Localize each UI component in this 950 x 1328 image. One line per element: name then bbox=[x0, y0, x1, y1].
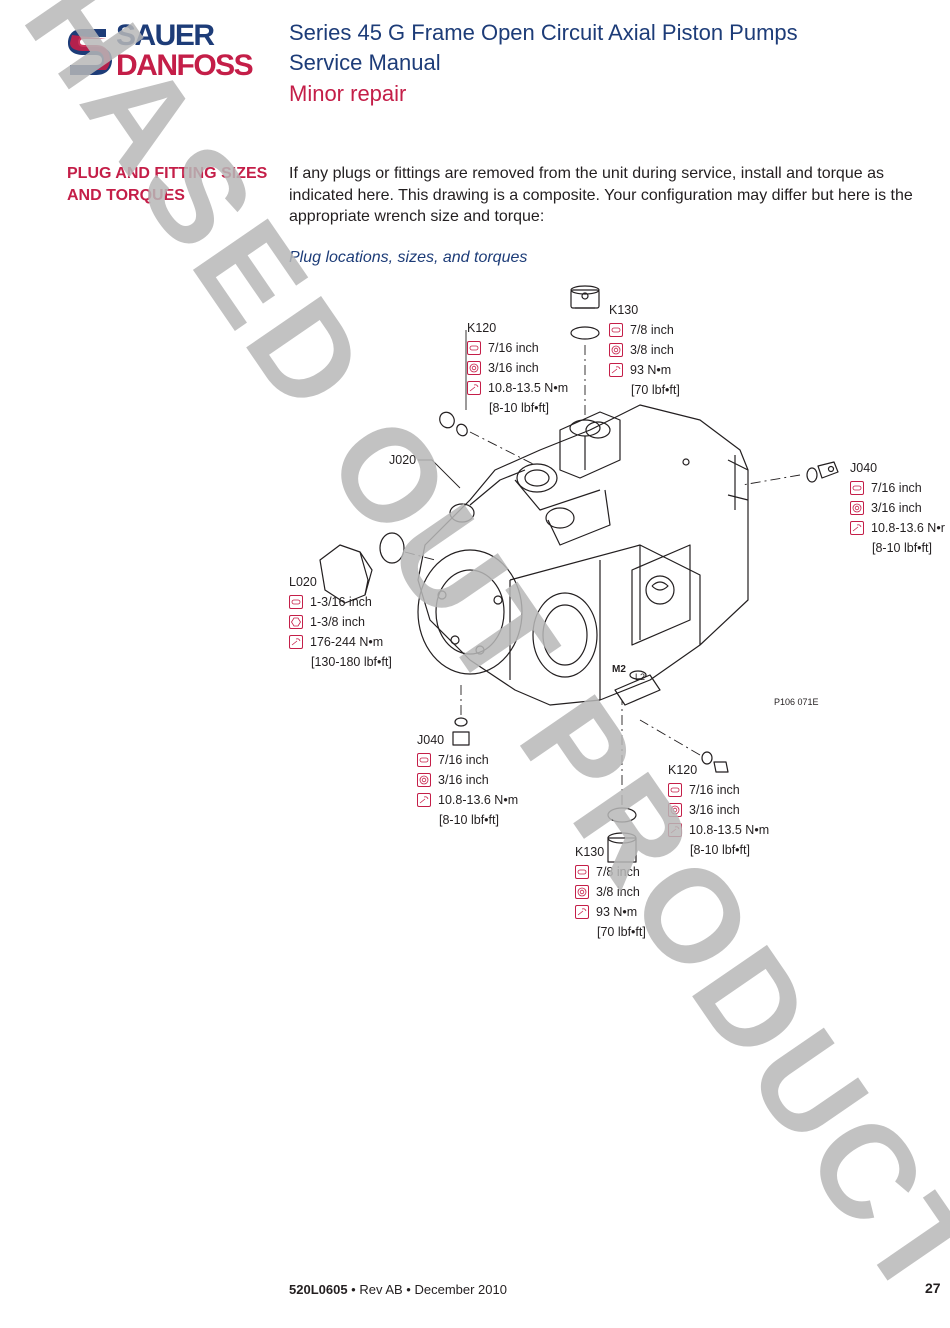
callout-k120-upper: K120 7/16 inch 3/16 inch 10.8-13.5 N•m [… bbox=[467, 318, 568, 418]
torque-imperial: [130-180 lbf•ft] bbox=[311, 655, 392, 669]
o-ring-boss-icon bbox=[609, 323, 623, 337]
callout-k130-top: K130 7/8 inch 3/8 inch 93 N•m [70 lbf•ft… bbox=[609, 300, 680, 400]
page-number: 27 bbox=[925, 1280, 941, 1296]
torque-imperial: [8-10 lbf•ft] bbox=[690, 843, 750, 857]
torque-imperial: [8-10 lbf•ft] bbox=[489, 401, 549, 415]
torque-value: 93 N•m bbox=[596, 905, 638, 919]
hex-wrench-icon bbox=[289, 615, 303, 629]
hex-socket-icon bbox=[575, 885, 589, 899]
callout-k120-lower: K120 7/16 inch 3/16 inch 10.8-13.5 N•m [… bbox=[668, 760, 769, 860]
hex-socket-icon bbox=[850, 501, 864, 515]
wrench-size: 3/16 inch bbox=[438, 773, 489, 787]
plug-k120-lower bbox=[701, 751, 729, 773]
callout-k130-bottom: K130 7/8 inch 3/8 inch 93 N•m [70 lbf•ft… bbox=[575, 842, 646, 942]
torque-wrench-icon bbox=[575, 905, 589, 919]
wrench-size: 1-3/8 inch bbox=[310, 615, 365, 629]
hex-socket-icon bbox=[467, 361, 481, 375]
wrench-size: 3/16 inch bbox=[488, 361, 539, 375]
torque-imperial: [8-10 lbf•ft] bbox=[872, 541, 932, 555]
logo-wordmark-sauer: SAUER bbox=[116, 19, 215, 52]
callout-label: J040 bbox=[850, 461, 878, 475]
o-ring-boss-icon bbox=[575, 865, 589, 879]
callout-j020: J020 bbox=[389, 450, 416, 470]
footer-revision-date: • Rev AB • December 2010 bbox=[347, 1282, 507, 1297]
plug-j040-right bbox=[806, 461, 839, 483]
torque-value: 10.8-13.6 N•r bbox=[871, 521, 945, 535]
plug-k120-upper bbox=[439, 411, 468, 437]
wrench-size: 3/16 inch bbox=[689, 803, 740, 817]
footer-doc-number: 520L0605 bbox=[289, 1282, 348, 1297]
torque-value: 10.8-13.6 N•m bbox=[438, 793, 519, 807]
torque-wrench-icon bbox=[417, 793, 431, 807]
section-intro-text: If any plugs or fittings are removed fro… bbox=[289, 165, 913, 225]
torque-imperial: [70 lbf•ft] bbox=[597, 925, 646, 939]
o-ring-size: 7/8 inch bbox=[596, 865, 640, 879]
plug-k130-bottom bbox=[607, 807, 637, 863]
callout-label: K120 bbox=[467, 321, 497, 335]
logo-s-mark-icon bbox=[68, 29, 112, 75]
header-chapter: Minor repair bbox=[289, 81, 407, 106]
footer-doc-info: 520L0605 • Rev AB • December 2010 bbox=[289, 1282, 507, 1297]
o-ring-boss-icon bbox=[467, 341, 481, 355]
torque-wrench-icon bbox=[289, 635, 303, 649]
torque-wrench-icon bbox=[467, 381, 481, 395]
torque-wrench-icon bbox=[609, 363, 623, 377]
plug-k130-top bbox=[570, 285, 600, 340]
callout-label: K120 bbox=[668, 763, 698, 777]
o-ring-size: 7/16 inch bbox=[438, 753, 489, 767]
callout-j040-bottom: J040 7/16 inch 3/16 inch 10.8-13.6 N•m [… bbox=[417, 730, 518, 830]
o-ring-size: 7/16 inch bbox=[871, 481, 922, 495]
hex-socket-icon bbox=[668, 803, 682, 817]
hex-socket-icon bbox=[609, 343, 623, 357]
o-ring-size: 7/16 inch bbox=[488, 341, 539, 355]
o-ring-size: 7/8 inch bbox=[630, 323, 674, 337]
section-title: PLUG AND FITTING SIZES AND TORQUES bbox=[67, 165, 268, 204]
o-ring-boss-icon bbox=[417, 753, 431, 767]
torque-value: 176-244 N•m bbox=[310, 635, 384, 649]
torque-value: 93 N•m bbox=[630, 363, 672, 377]
logo-wordmark-danfoss: DANFOSS bbox=[116, 49, 254, 82]
figure-caption: Plug locations, sizes, and torques bbox=[289, 249, 528, 266]
o-ring-boss-icon bbox=[289, 595, 303, 609]
torque-wrench-icon bbox=[668, 823, 682, 837]
pump-exploded-drawing: M2 L2 bbox=[319, 285, 839, 863]
callout-j040-right: J040 7/16 inch 3/16 inch 10.8-13.6 N•r [… bbox=[850, 458, 945, 558]
callout-label: J040 bbox=[417, 733, 445, 747]
torque-wrench-icon bbox=[850, 521, 864, 535]
o-ring-size: 7/16 inch bbox=[689, 783, 740, 797]
part-marking-l2: L2 bbox=[635, 672, 645, 682]
callout-label: L020 bbox=[289, 575, 317, 589]
header-series-title: Series 45 G Frame Open Circuit Axial Pis… bbox=[289, 20, 798, 45]
wrench-size: 3/8 inch bbox=[630, 343, 674, 357]
torque-imperial: [70 lbf•ft] bbox=[631, 383, 680, 397]
sauer-danfoss-logo: SAUER DANFOSS bbox=[66, 18, 272, 84]
part-marking-m2: M2 bbox=[612, 664, 626, 675]
callout-l020: L020 1-3/16 inch 1-3/8 inch 176-244 N•m … bbox=[289, 572, 392, 672]
callout-label: J020 bbox=[389, 453, 417, 467]
plug-l020 bbox=[319, 532, 405, 604]
header-manual-type: Service Manual bbox=[289, 50, 441, 75]
figure-id: P106 071E bbox=[774, 697, 819, 707]
o-ring-boss-icon bbox=[668, 783, 682, 797]
plug-j040-bottom bbox=[452, 717, 470, 746]
callout-label: K130 bbox=[575, 845, 605, 859]
wrench-size: 3/8 inch bbox=[596, 885, 640, 899]
wrench-size: 3/16 inch bbox=[871, 501, 922, 515]
callout-label: K130 bbox=[609, 303, 639, 317]
o-ring-boss-icon bbox=[850, 481, 864, 495]
o-ring-size: 1-3/16 inch bbox=[310, 595, 372, 609]
torque-value: 10.8-13.5 N•m bbox=[689, 823, 770, 837]
torque-value: 10.8-13.5 N•m bbox=[488, 381, 569, 395]
hex-socket-icon bbox=[417, 773, 431, 787]
torque-imperial: [8-10 lbf•ft] bbox=[439, 813, 499, 827]
